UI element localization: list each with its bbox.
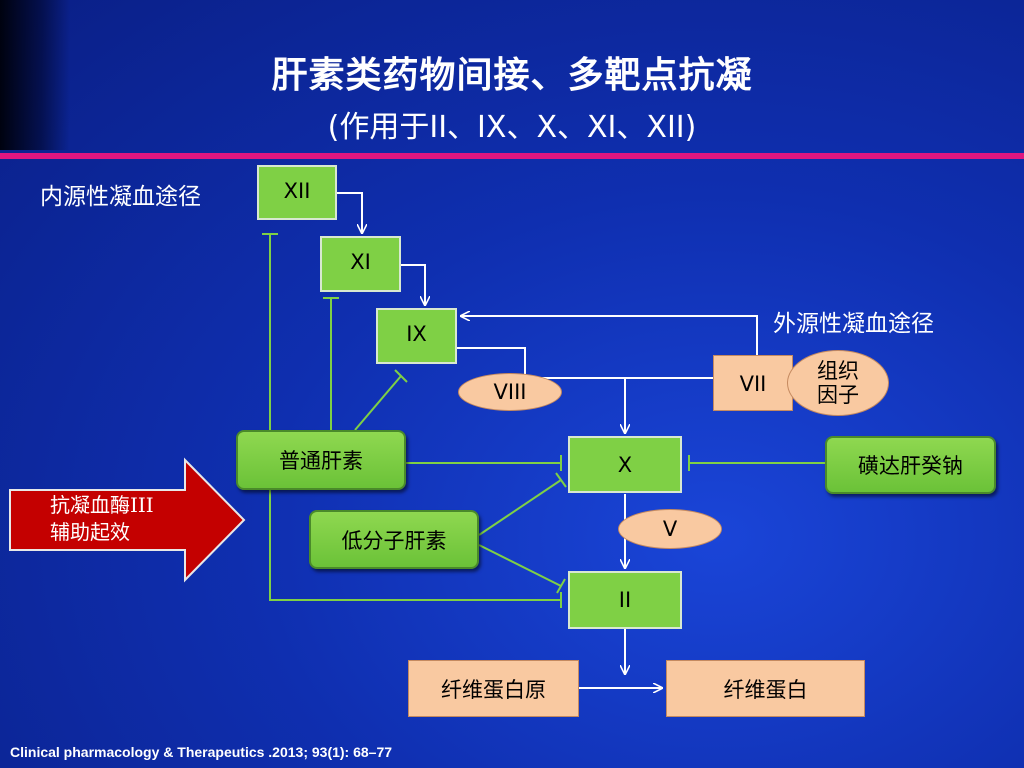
extrinsic-pathway-label: 外源性凝血途径	[773, 311, 934, 337]
inhibit-lmwh-ii	[478, 544, 562, 587]
inhibit-lmwh-x-bar	[555, 472, 567, 488]
fondaparinux-box: 磺达肝癸钠	[825, 436, 996, 494]
factor-vii: VII	[713, 355, 793, 411]
factor-ix: IX	[376, 308, 457, 364]
intrinsic-pathway-label: 内源性凝血途径	[40, 184, 201, 210]
factor-ii: II	[568, 571, 682, 629]
fibrin-box: 纤维蛋白	[666, 660, 865, 717]
fibrinogen-box: 纤维蛋白原	[408, 660, 579, 717]
header-shade	[0, 0, 70, 150]
inhibit-heparin-ix-bar	[394, 369, 408, 383]
arrow-xii-to-xi	[337, 192, 362, 233]
factor-xii: XII	[257, 165, 337, 220]
inhibit-lmwh-ii-bar	[556, 578, 566, 594]
lmwh-box: 低分子肝素	[309, 510, 479, 569]
antithrombin-arrow-label: 抗凝血酶III 辅助起效	[50, 493, 154, 544]
factor-v: V	[618, 509, 722, 549]
inhibit-lmwh-x	[478, 479, 562, 536]
inhibit-heparin-ii	[269, 490, 561, 601]
antithrombin-arrow-shape	[9, 457, 246, 583]
arrow-vii-to-ix	[461, 316, 758, 355]
tissue-factor: 组织 因子	[787, 350, 889, 416]
factor-viii: VIII	[458, 373, 562, 411]
factor-xi: XI	[320, 236, 401, 292]
heparin-box: 普通肝素	[236, 430, 406, 490]
factor-x: X	[568, 436, 682, 493]
header-divider	[0, 153, 1024, 159]
arrow-xi-to-ix	[401, 264, 425, 305]
page-subtitle: (作用于II、IX、X、XI、XII)	[327, 110, 697, 145]
inhibit-heparin-ix	[354, 375, 402, 431]
citation: Clinical pharmacology & Therapeutics .20…	[10, 744, 393, 760]
page-title: 肝素类药物间接、多靶点抗凝	[271, 55, 753, 96]
